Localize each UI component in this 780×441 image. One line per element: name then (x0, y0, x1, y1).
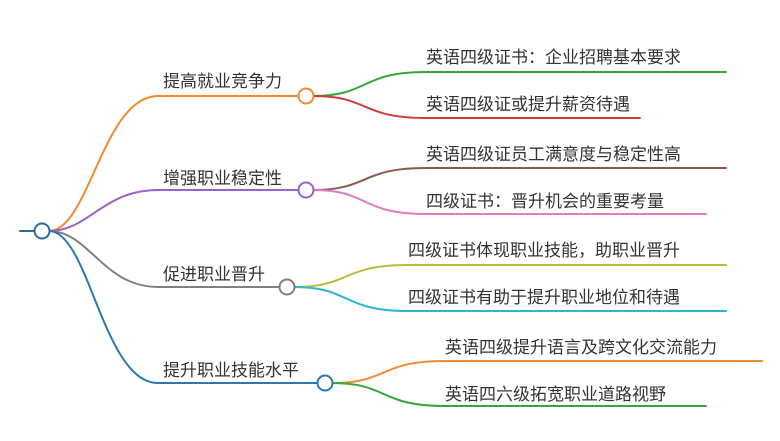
leaf-connector-skills-2 (331, 382, 707, 407)
leaf-connector-skills-1 (331, 360, 763, 384)
branch-label-stability: 增强职业稳定性 (163, 169, 282, 189)
branch-curve-promotion (48, 230, 159, 288)
leaf-label-satisfaction: 英语四级证员工满意度与稳定性高 (426, 145, 681, 165)
leaf-connector-competitiveness-1 (312, 71, 727, 97)
leaf-label-career-vision: 英语四六级拓宽职业道路视野 (445, 385, 666, 405)
leaf-label-status: 四级证书有助于提升职业地位和待遇 (408, 288, 680, 308)
branch-label-skills: 提升职业技能水平 (163, 361, 299, 381)
leaf-connector-promotion-1 (293, 264, 727, 288)
root-node[interactable] (33, 222, 51, 240)
leaf-connector-stability-2 (312, 189, 707, 215)
branch-node-competitiveness[interactable] (297, 87, 315, 105)
leaf-label-salary: 英语四级证或提升薪资待遇 (426, 95, 630, 115)
leaf-connector-stability-1 (312, 167, 727, 191)
branch-node-stability[interactable] (297, 181, 315, 199)
branch-node-promotion[interactable] (278, 278, 296, 296)
leaf-connector-promotion-2 (293, 286, 727, 312)
branch-curve-skills (48, 230, 159, 384)
branch-label-competitiveness: 提高就业竞争力 (163, 72, 282, 92)
leaf-label-promotion-factor: 四级证书：晋升机会的重要考量 (426, 192, 664, 212)
branch-label-promotion: 促进职业晋升 (163, 265, 265, 285)
branch-curve-competitiveness (48, 95, 159, 232)
leaf-label-skills-promotion: 四级证书体现职业技能，助职业晋升 (408, 241, 680, 261)
leaf-connector-competitiveness-2 (312, 95, 641, 119)
leaf-label-intercultural: 英语四级提升语言及跨文化交流能力 (445, 338, 717, 358)
branch-node-skills[interactable] (316, 374, 334, 392)
leaf-label-hiring-requirement: 英语四级证书：企业招聘基本要求 (426, 48, 681, 68)
branch-curve-stability (48, 189, 159, 232)
